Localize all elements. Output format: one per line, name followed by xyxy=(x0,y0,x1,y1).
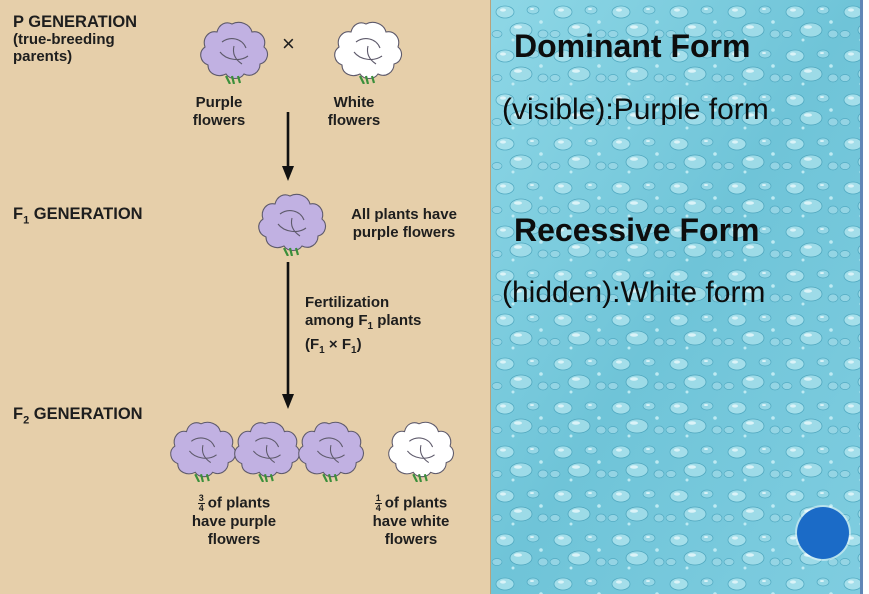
fertilization-line3: (F1 × F1) xyxy=(305,336,421,360)
f2-purple-line2: have purple xyxy=(180,513,288,531)
f1-generation-label: F1 GENERATION xyxy=(13,205,143,229)
p-generation-subtitle-1: (true-breeding xyxy=(13,31,137,48)
recessive-form-description: (hidden):White form xyxy=(502,276,765,310)
purple-flower-icon xyxy=(196,18,270,84)
white-label-line2: flowers xyxy=(313,112,395,130)
white-label-line1: White xyxy=(313,94,395,112)
fertilization-line2: among F1 plants xyxy=(305,312,421,336)
slide-edge xyxy=(860,0,869,594)
purple-label-line2: flowers xyxy=(181,112,257,130)
white-flower-icon xyxy=(330,18,404,84)
p-generation-title: P GENERATION xyxy=(13,13,137,31)
dominant-form-description: (visible):Purple form xyxy=(502,93,769,127)
cross-symbol: × xyxy=(282,35,295,53)
dominant-form-title: Dominant Form xyxy=(514,28,750,65)
down-arrow-icon xyxy=(281,112,295,182)
fertilization-line1: Fertilization xyxy=(305,294,421,312)
f2-purple-flower-icon xyxy=(294,418,366,482)
f1-note: All plants have purple flowers xyxy=(334,206,474,242)
f2-purple-flower-icon xyxy=(166,418,238,482)
white-flowers-label: White flowers xyxy=(313,94,395,130)
f2-generation-label: F2 GENERATION xyxy=(13,405,143,429)
f1-purple-flower-icon xyxy=(254,190,328,256)
f2-purple-line3: flowers xyxy=(180,531,288,549)
fertilization-note: Fertilization among F1 plants (F1 × F1) xyxy=(305,294,421,360)
mendel-cross-diagram: P GENERATION (true-breeding parents) × P… xyxy=(0,0,491,594)
purple-flowers-label: Purple flowers xyxy=(181,94,257,130)
f2-white-flower-icon xyxy=(384,418,456,482)
f2-white-line3: flowers xyxy=(356,531,466,549)
blue-circle-button[interactable] xyxy=(797,507,849,559)
recessive-form-title: Recessive Form xyxy=(514,212,759,249)
down-arrow-long-icon xyxy=(281,262,295,410)
p-generation-subtitle-2: parents) xyxy=(13,48,137,65)
f1-note-line2: purple flowers xyxy=(334,224,474,242)
f1-note-line1: All plants have xyxy=(334,206,474,224)
f2-purple-flower-icon xyxy=(230,418,302,482)
p-generation-label: P GENERATION (true-breeding parents) xyxy=(13,13,137,65)
purple-label-line1: Purple xyxy=(181,94,257,112)
f2-white-line2: have white xyxy=(356,513,466,531)
